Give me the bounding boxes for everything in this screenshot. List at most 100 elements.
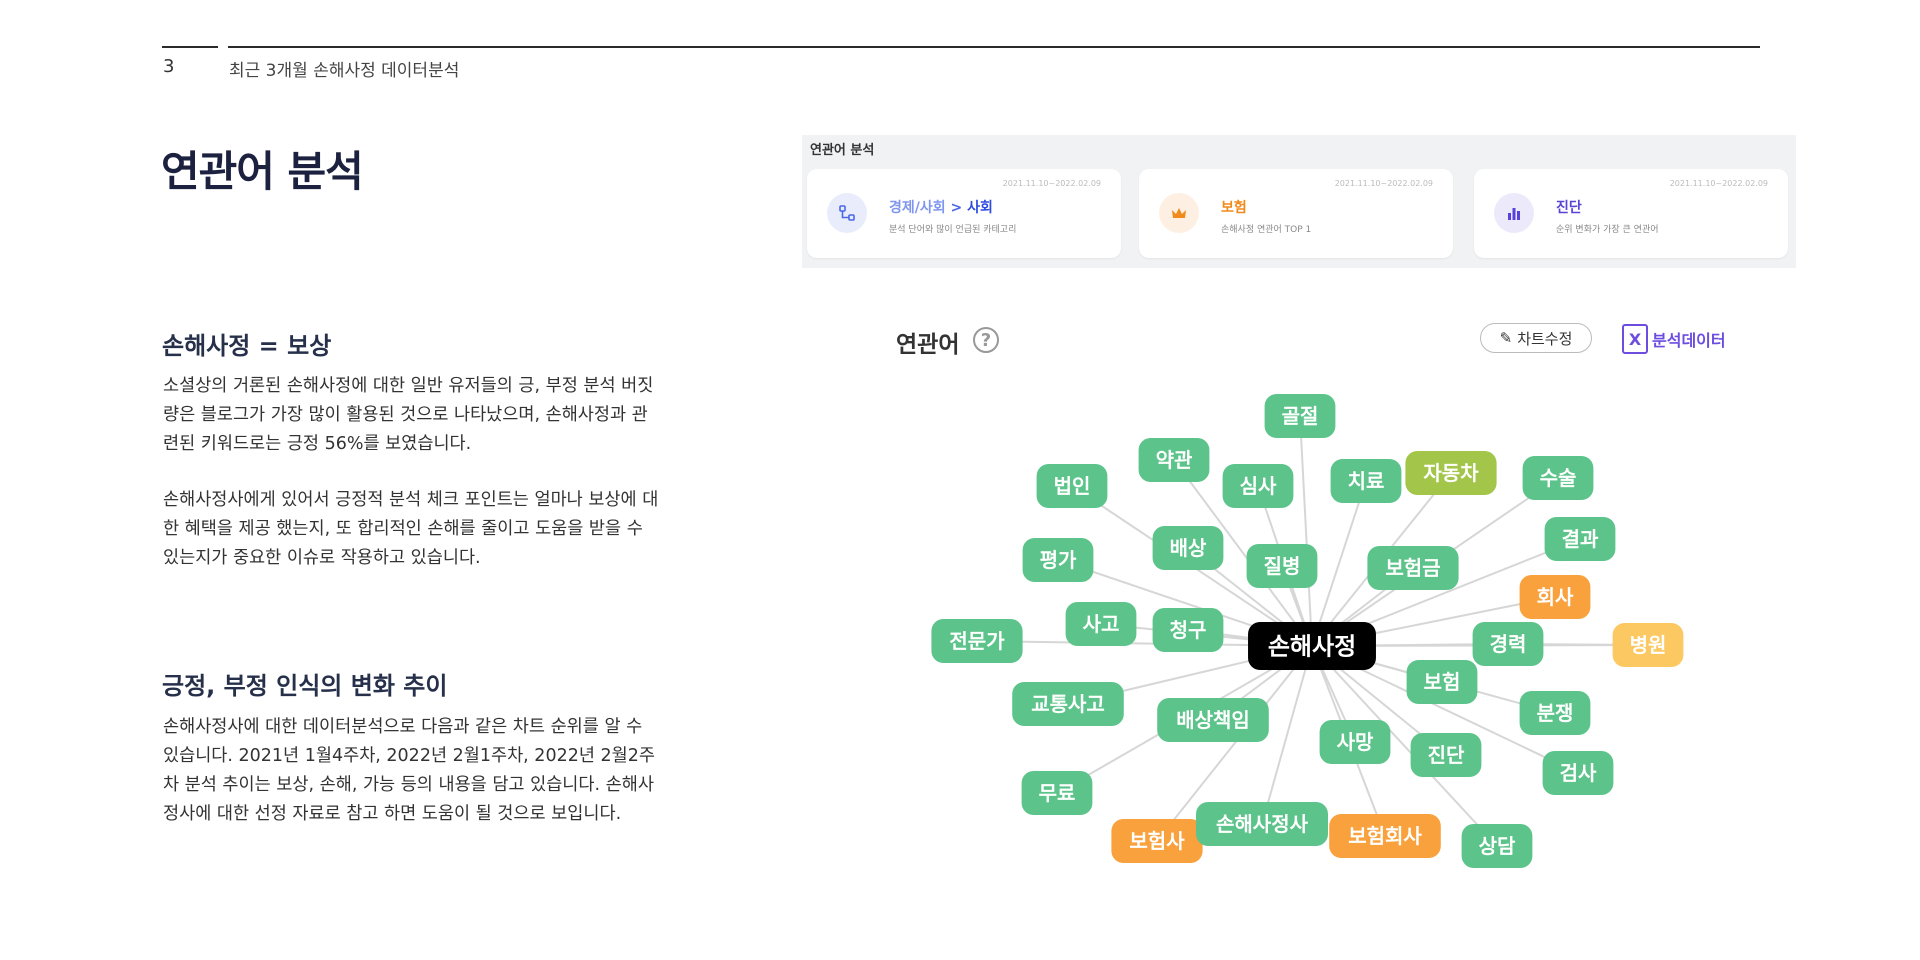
summary-card-change[interactable]: 2021.11.10~2022.02.09 진단 순위 변화가 가장 큰 연관어 [1474, 169, 1788, 258]
section-paragraph: 손해사정사에게 있어서 긍정적 분석 체크 포인트는 얼마나 보상에 대한 혜택… [163, 490, 659, 568]
node-label: 치료 [1348, 469, 1385, 493]
node-pill [1330, 459, 1402, 503]
node-pill [1022, 538, 1094, 582]
section-title-trend: 긍정, 부정 인식의 변화 추이 [162, 672, 448, 700]
keyword-node[interactable]: 치료 [1330, 459, 1402, 503]
node-label: 병원 [1630, 633, 1667, 657]
keyword-node[interactable]: 경력 [1472, 622, 1544, 666]
keyword-node[interactable]: 사망 [1319, 720, 1391, 764]
keyword-node[interactable]: 배상 [1152, 526, 1224, 570]
node-pill [1472, 622, 1544, 666]
card-title: 경제/사회 > 사회 [889, 197, 993, 217]
node-pill [1264, 394, 1336, 438]
analysis-data-label: 분석데이터 [1652, 331, 1726, 350]
network-title: 연관어 [896, 332, 960, 358]
network-edge [1173, 459, 1313, 647]
center-keyword-node[interactable]: 손해사정 [1248, 622, 1376, 670]
summary-card-category[interactable]: 2021.11.10~2022.02.09 경제/사회 > 사회 분석 단어와 … [807, 169, 1121, 258]
node-label: 청구 [1170, 618, 1207, 642]
keyword-node[interactable]: 상담 [1461, 824, 1533, 868]
card-title-main: 사회 [967, 200, 993, 216]
keyword-node[interactable]: 청구 [1152, 608, 1224, 652]
keyword-node[interactable]: 심사 [1222, 464, 1294, 508]
node-label: 교통사고 [1031, 692, 1105, 716]
keyword-node[interactable]: 전문가 [931, 619, 1023, 663]
summary-card-top[interactable]: 2021.11.10~2022.02.09 보험 손해사정 연관어 TOP 1 [1139, 169, 1453, 258]
keyword-node[interactable]: 병원 [1612, 623, 1684, 667]
keyword-node[interactable]: 무료 [1021, 771, 1093, 815]
node-label: 법인 [1054, 474, 1091, 498]
keyword-node[interactable]: 질병 [1246, 544, 1318, 588]
node-pill [1111, 819, 1203, 863]
node-pill [1021, 771, 1093, 815]
network-edge [1311, 480, 1367, 647]
keyword-node[interactable]: 사고 [1065, 602, 1137, 646]
node-label: 골절 [1282, 404, 1319, 428]
keyword-node[interactable]: 골절 [1264, 394, 1336, 438]
page-subtitle: 최근 3개월 손해사정 데이터분석 [229, 61, 460, 81]
keyword-node[interactable]: 보험금 [1367, 546, 1459, 590]
node-label: 수술 [1540, 466, 1577, 490]
keyword-node[interactable]: 결과 [1544, 517, 1616, 561]
keyword-node[interactable]: 회사 [1519, 575, 1591, 619]
node-label: 전문가 [949, 629, 1005, 653]
keyword-node[interactable]: 교통사고 [1012, 682, 1124, 726]
node-label: 평가 [1040, 548, 1077, 572]
keyword-node[interactable]: 손해사정사 [1196, 802, 1328, 846]
network-edge [1261, 645, 1313, 825]
card-date: 2021.11.10~2022.02.09 [1334, 179, 1433, 188]
node-label: 회사 [1537, 585, 1574, 609]
node-pill [1544, 517, 1616, 561]
node-label: 보험금 [1385, 556, 1440, 580]
node-label: 배상책임 [1176, 708, 1250, 732]
node-label: 보험 [1424, 670, 1461, 694]
header-rule-long [228, 46, 1760, 48]
section-paragraph: 소셜상의 거론된 손해사정에 대한 일반 유저들의 긍, 부정 분석 버짓량은 … [163, 376, 654, 454]
node-pill [1222, 464, 1294, 508]
help-icon[interactable]: ? [973, 327, 999, 353]
node-label: 보험회사 [1348, 824, 1422, 848]
keyword-node[interactable]: 배상책임 [1157, 698, 1269, 742]
node-label: 심사 [1240, 474, 1277, 498]
node-label: 무료 [1039, 781, 1076, 805]
keyword-node[interactable]: 약관 [1138, 438, 1210, 482]
keyword-node[interactable]: 보험 [1406, 660, 1478, 704]
bar-chart-icon [1494, 193, 1534, 233]
keyword-node[interactable]: 진단 [1410, 733, 1482, 777]
keyword-node[interactable]: 보험사 [1111, 819, 1203, 863]
card-date: 2021.11.10~2022.02.09 [1002, 179, 1101, 188]
keyword-node[interactable]: 분쟁 [1519, 691, 1591, 735]
node-pill [1036, 464, 1108, 508]
keyword-node[interactable]: 평가 [1022, 538, 1094, 582]
node-pill [1410, 733, 1482, 777]
card-title: 진단 [1556, 200, 1582, 216]
excel-icon: X [1622, 324, 1648, 354]
keyword-node[interactable]: 자동차 [1405, 451, 1497, 495]
node-pill [1612, 623, 1684, 667]
card-desc: 손해사정 연관어 TOP 1 [1221, 225, 1312, 235]
node-label: 분쟁 [1537, 701, 1574, 725]
crown-icon [1159, 193, 1199, 233]
node-pill [1065, 602, 1137, 646]
keyword-node[interactable]: 수술 [1522, 456, 1594, 500]
keyword-node[interactable]: 검사 [1542, 751, 1614, 795]
node-pill [1542, 751, 1614, 795]
header-rule-short [162, 46, 218, 48]
network-edge [1311, 645, 1498, 847]
node-label: 경력 [1490, 632, 1527, 656]
chart-edit-button[interactable]: ✎ 차트수정 [1480, 323, 1592, 353]
node-pill [1519, 691, 1591, 735]
node-label: 배상 [1170, 536, 1207, 560]
node-label: 상담 [1479, 834, 1516, 858]
node-pill [1522, 456, 1594, 500]
node-pill [931, 619, 1023, 663]
analysis-data-button[interactable]: X 분석데이터 [1622, 323, 1726, 355]
keyword-node[interactable]: 보험회사 [1329, 814, 1441, 858]
hierarchy-icon [827, 193, 867, 233]
main-title: 연관어 분석 [161, 147, 364, 196]
keyword-node[interactable]: 법인 [1036, 464, 1108, 508]
node-pill [1152, 608, 1224, 652]
node-label: 보험사 [1129, 829, 1185, 853]
node-pill [1196, 802, 1328, 846]
